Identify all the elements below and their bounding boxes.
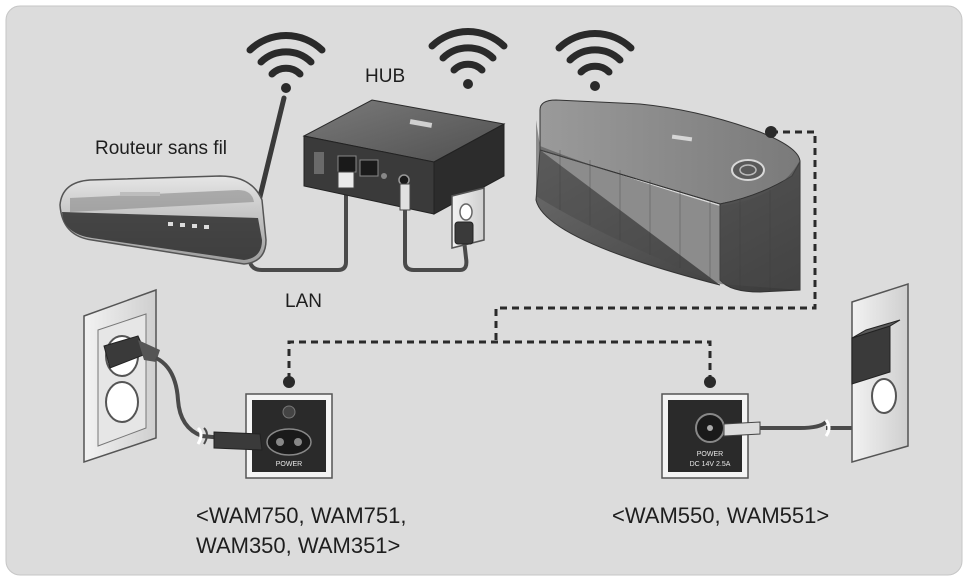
power-plug-icon xyxy=(103,335,160,369)
wifi-icon xyxy=(428,28,508,89)
wall-outlet-icon xyxy=(83,288,157,464)
port-label: POWER xyxy=(697,451,723,458)
power-adapter-icon xyxy=(851,319,901,385)
port-rating: DC 14V 2.5A xyxy=(690,461,731,468)
hub-power-cable xyxy=(403,210,469,272)
wireless-router xyxy=(59,95,287,265)
wifi-icon xyxy=(555,30,635,91)
speaker-device xyxy=(535,99,801,293)
speaker-button xyxy=(731,159,765,181)
models-right: <WAM550, WAM551> xyxy=(612,503,829,528)
port-label: POWER xyxy=(276,461,302,468)
background-panel xyxy=(5,5,963,576)
power-plug-icon xyxy=(454,221,474,245)
left-power-cable xyxy=(155,356,245,442)
router-label: Routeur sans fil xyxy=(95,138,227,159)
models-left-line2: WAM350, WAM351> xyxy=(196,533,400,558)
power-port-icon: POWER xyxy=(245,393,333,479)
router-antenna xyxy=(253,95,287,216)
hub-device xyxy=(302,99,506,215)
wifi-icon xyxy=(246,32,326,93)
connector-dot xyxy=(283,376,295,388)
lan-cable xyxy=(243,184,348,272)
models-left-line1: <WAM750, WAM751, xyxy=(196,503,407,528)
connector-dot xyxy=(765,126,777,138)
lan-label: LAN xyxy=(285,291,322,312)
power-port-icon: POWER DC 14V 2.5A xyxy=(661,393,749,479)
dashed-connector xyxy=(287,130,817,380)
hub-label: HUB xyxy=(365,66,405,87)
connector-dot xyxy=(704,376,716,388)
